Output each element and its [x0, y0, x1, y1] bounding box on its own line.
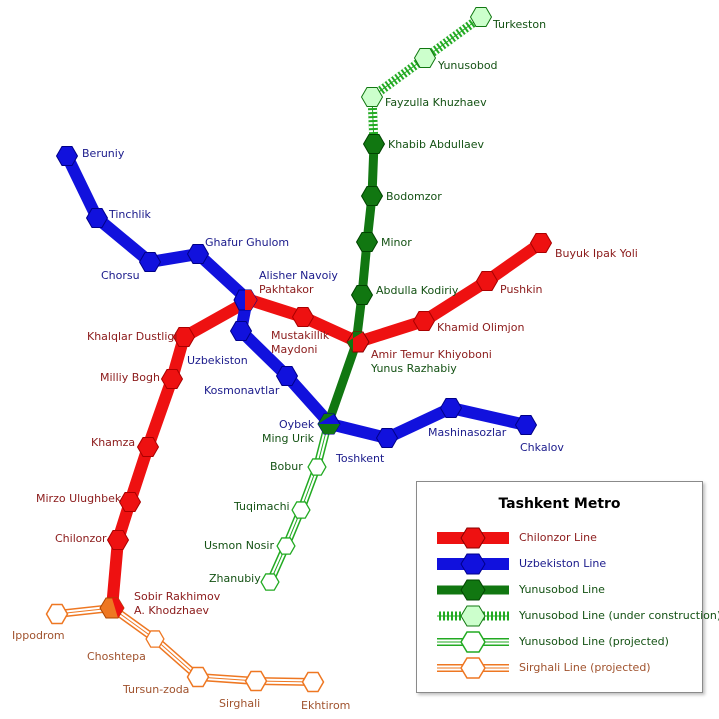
- label-minor: Minor: [381, 236, 412, 249]
- station-usmon-nosir[interactable]: [276, 537, 296, 555]
- label-chilonzor: Chilonzor: [55, 532, 107, 545]
- station-bobur[interactable]: [307, 458, 327, 476]
- legend-swatch-yunusobod: [437, 579, 509, 601]
- station-zhanubiy[interactable]: [260, 573, 280, 591]
- label-oybek: Oybek: [279, 418, 315, 431]
- label-mirzo-ulughbek: Mirzo Ulughbek: [36, 492, 122, 505]
- station-oybek-ming-urik[interactable]: [317, 413, 341, 435]
- sirghali-projected-line: [56, 603, 314, 686]
- label-khamza: Khamza: [91, 436, 135, 449]
- station-tursun-zoda[interactable]: [186, 666, 210, 688]
- label-kosmonavtlar: Kosmonavtlar: [204, 384, 280, 397]
- label-zhanubiy: Zhanubiy: [209, 572, 261, 585]
- legend-title: Tashkent Metro: [498, 496, 621, 512]
- label-khamid-olimjon: Khamid Olimjon: [437, 321, 524, 334]
- station-minor[interactable]: [356, 232, 378, 252]
- legend-label-chilonzor: Chilonzor Line: [519, 531, 597, 544]
- legend-row-chilonzor: Chilonzor Line: [435, 525, 700, 551]
- yunusobod-construction-line: [367, 13, 484, 145]
- label-mustakillik: Mustakillik: [271, 329, 330, 342]
- label-toshkent: Toshkent: [335, 452, 385, 465]
- station-bodomzor[interactable]: [361, 186, 383, 206]
- station-tuqimachi[interactable]: [291, 501, 311, 519]
- label-sobir-rakhimov: Sobir Rakhimov: [134, 590, 221, 603]
- label-khalqlar-dustligi: Khalqlar Dustligi: [87, 330, 177, 343]
- station-ippodrom[interactable]: [45, 603, 69, 625]
- label-usmon-nosir: Usmon Nosir: [204, 539, 274, 552]
- label-sirghali: Sirghali: [219, 697, 260, 710]
- legend-swatch-chilonzor: [437, 527, 509, 549]
- station-sobir-rakhimov-khodzhaev[interactable]: [99, 597, 125, 619]
- label-mashinasozlar: Mashinasozlar: [428, 426, 507, 439]
- label-maydoni: Maydoni: [271, 343, 317, 356]
- legend-label-uzbekiston: Uzbekiston Line: [519, 557, 607, 570]
- station-choshtepa[interactable]: [145, 630, 165, 648]
- label-yunus-razhabiy: Yunus Razhabiy: [370, 362, 457, 375]
- label-bodomzor: Bodomzor: [386, 190, 442, 203]
- label-ghafur-ghulom: Ghafur Ghulom: [205, 236, 289, 249]
- legend-swatch-yunusobod-projected: [437, 631, 509, 653]
- label-pushkin: Pushkin: [500, 283, 543, 296]
- legend-swatch-uzbekiston: [437, 553, 509, 575]
- label-alisher-navoiy: Alisher Navoiy: [259, 269, 338, 282]
- station-abdulla-kodiriy[interactable]: [351, 285, 373, 305]
- legend-label-sirghali-projected: Sirghali Line (projected): [519, 661, 651, 674]
- label-amir-temur: Amir Temur Khiyoboni: [371, 348, 492, 361]
- label-turkeston: Turkeston: [492, 18, 546, 31]
- station-ekhtirom[interactable]: [301, 671, 325, 693]
- legend-row-uzbekiston: Uzbekiston Line: [435, 551, 700, 577]
- legend-row-yunusobod-projected: Yunusobod Line (projected): [435, 629, 700, 655]
- station-sirghali[interactable]: [244, 670, 268, 692]
- label-chkalov: Chkalov: [520, 441, 564, 454]
- label-choshtepa: Choshtepa: [87, 650, 146, 663]
- label-tursun-zoda: Tursun-zoda: [122, 683, 189, 696]
- label-ming-urik: Ming Urik: [262, 432, 315, 445]
- label-chorsu: Chorsu: [101, 269, 140, 282]
- label-milliy-bogh: Milliy Bogh: [100, 371, 160, 384]
- label-khabib-abdullaev: Khabib Abdullaev: [388, 138, 485, 151]
- label-uzbekiston: Uzbekiston: [187, 354, 248, 367]
- label-abdulla-kodiriy: Abdulla Kodiriy: [376, 284, 459, 297]
- legend: Tashkent Metro Chilonzor Line Uzbekiston…: [416, 481, 719, 693]
- label-tuqimachi: Tuqimachi: [233, 500, 290, 513]
- legend-row-yunusobod: Yunusobod Line: [435, 577, 700, 603]
- station-alisher-navoiy-pakhtakor[interactable]: [233, 289, 258, 311]
- label-buyuk-ipak-yoli: Buyuk Ipak Yoli: [555, 247, 638, 260]
- label-beruniy: Beruniy: [82, 147, 125, 160]
- label-a-khodzhaev: A. Khodzhaev: [134, 604, 209, 617]
- label-bobur: Bobur: [270, 460, 303, 473]
- label-yunusobod: Yunusobod: [437, 59, 498, 72]
- label-pakhtakor: Pakhtakor: [259, 283, 314, 296]
- legend-label-yunusobod: Yunusobod Line: [519, 583, 605, 596]
- label-tinchlik: Tinchlik: [108, 208, 152, 221]
- legend-label-yunusobod-construction: Yunusobod Line (under construction): [519, 609, 719, 622]
- station-khabib-abdullaev[interactable]: [363, 134, 385, 154]
- legend-swatch-sirghali-projected: [437, 657, 509, 679]
- label-ippodrom: Ippodrom: [12, 629, 65, 642]
- station-amir-temur-yunus-razhabiy[interactable]: [346, 331, 370, 353]
- label-fayzulla-khuzhaev: Fayzulla Khuzhaev: [385, 96, 487, 109]
- legend-row-yunusobod-construction: Yunusobod Line (under construction): [435, 603, 719, 629]
- legend-row-sirghali-projected: Sirghali Line (projected): [435, 655, 700, 681]
- legend-swatch-yunusobod-construction: [437, 605, 509, 627]
- label-ekhtirom: Ekhtirom: [301, 699, 350, 712]
- legend-label-yunusobod-projected: Yunusobod Line (projected): [519, 635, 669, 648]
